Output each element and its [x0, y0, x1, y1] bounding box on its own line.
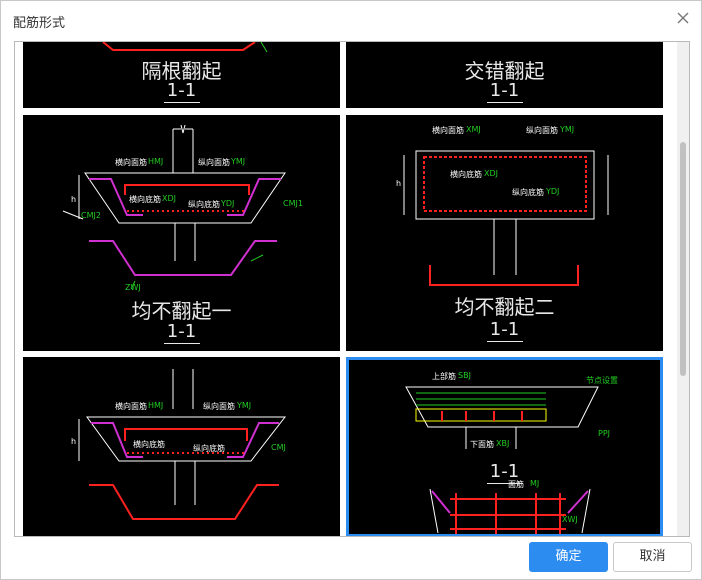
dialog-title: 配筋形式 [13, 16, 66, 31]
option-1-name: 隔根翻起 [141, 59, 222, 83]
code-zwj-3: ZWJ [125, 283, 141, 292]
label-heng-di-3: 横向底筋 [129, 195, 161, 204]
rebar-option-gallery: 隔根翻起 1-1 交错翻起 1-1 [14, 41, 690, 537]
label-jie-mian-6: 节点设置 [586, 376, 618, 385]
option-5-drawing [78, 369, 287, 520]
option-tile-4[interactable]: 横向面筋 XMJ 纵向面筋 YMJ 横向底筋 XDJ 纵向底筋 YDJ h 均不… [346, 115, 663, 351]
option-6-drawing [405, 386, 599, 535]
option-4-name: 均不翻起二 [454, 295, 555, 319]
code-xwj-6: XWJ [562, 515, 578, 524]
code-ydj-3: YDJ [221, 199, 235, 208]
code-h-4: h [396, 179, 402, 188]
option-6-underline [487, 483, 523, 484]
option-2-name: 交错翻起 [464, 59, 545, 83]
code-ppj-6: PPJ [598, 429, 611, 438]
gallery-scrollbar[interactable] [677, 42, 689, 536]
code-cmj2-3: CMJ2 [81, 211, 101, 220]
label-mian-jin-6: 面筋 [508, 480, 524, 489]
option-6-sub: 1-1 [489, 461, 520, 482]
option-4-drawing [403, 150, 609, 286]
label-heng-mian-3: 横向面筋 [115, 158, 147, 167]
option-1-underline [164, 102, 200, 103]
cancel-button[interactable]: 取消 [613, 542, 692, 572]
scrollbar-thumb[interactable] [680, 142, 686, 376]
option-3-name: 均不翻起一 [131, 299, 232, 323]
option-3-underline [164, 343, 200, 344]
code-ymj3-5: YMJ [237, 401, 252, 410]
option-tile-6[interactable]: 上部筋 SBJ 下面筋 XBJ 节点设置 PPJ 面筋 MJ XWJ 1-1 [346, 357, 663, 536]
code-h-3: h [71, 195, 77, 204]
option-4-sub: 1-1 [489, 319, 520, 340]
option-tile-5[interactable]: 横向面筋 HMJ 纵向面筋 YMJ 横向底筋 纵向底筋 CMJ h [23, 357, 340, 536]
label-heng-di-5: 横向底筋 [133, 440, 165, 449]
option-4-underline [487, 341, 523, 342]
code-cmj1-3: CMJ1 [283, 199, 303, 208]
option-2-underline [487, 102, 523, 103]
label-zong-mian-5: 纵向面筋 [203, 402, 235, 411]
ok-button[interactable]: 确定 [529, 542, 608, 572]
code-xmj-4: XMJ [466, 125, 481, 134]
label-heng-di-4: 横向底筋 [450, 170, 482, 179]
option-tile-3[interactable]: 横向面筋 HMJ 纵向面筋 YMJ 横向底筋 XDJ 纵向底筋 YDJ CMJ1… [23, 115, 340, 351]
code-cmj-5: CMJ [271, 443, 286, 452]
code-hmj-5: HMJ [148, 401, 164, 410]
code-mj-6: MJ [530, 479, 540, 488]
code-sbj-6: SBJ [458, 371, 471, 380]
code-xdj-4: XDJ [484, 169, 498, 178]
option-1-sub: 1-1 [166, 80, 197, 101]
label-zong-di-4: 纵向底筋 [512, 188, 544, 197]
option-tile-1[interactable]: 隔根翻起 1-1 [23, 42, 340, 108]
label-heng-mian-5: 横向面筋 [115, 402, 147, 411]
option-3-drawing [62, 124, 286, 290]
code-ymj-3: YMJ [231, 157, 246, 166]
code-hmj-3: HMJ [148, 157, 164, 166]
option-3-sub: 1-1 [166, 321, 197, 342]
code-h-5: h [71, 437, 77, 446]
label-zong-mian-4: 纵向面筋 [526, 126, 558, 135]
label-zong-mian-3: 纵向面筋 [198, 158, 230, 167]
close-icon[interactable] [675, 10, 691, 26]
label-zong-di-3: 纵向底筋 [188, 200, 220, 209]
label-shang-bu-6: 上部筋 [432, 372, 456, 381]
option-2-sub: 1-1 [489, 80, 520, 101]
code-ydj-4: YDJ [546, 187, 560, 196]
label-xia-mian-6: 下面筋 [470, 440, 494, 449]
code-xbj-6: XBJ [496, 439, 510, 448]
code-xdj-3: XDJ [162, 194, 176, 203]
label-heng-mian-4: 横向面筋 [432, 126, 464, 135]
label-zong-di-5: 纵向底筋 [193, 444, 225, 453]
code-ymj2-4: YMJ [560, 125, 575, 134]
option-tile-2[interactable]: 交错翻起 1-1 [346, 42, 663, 108]
